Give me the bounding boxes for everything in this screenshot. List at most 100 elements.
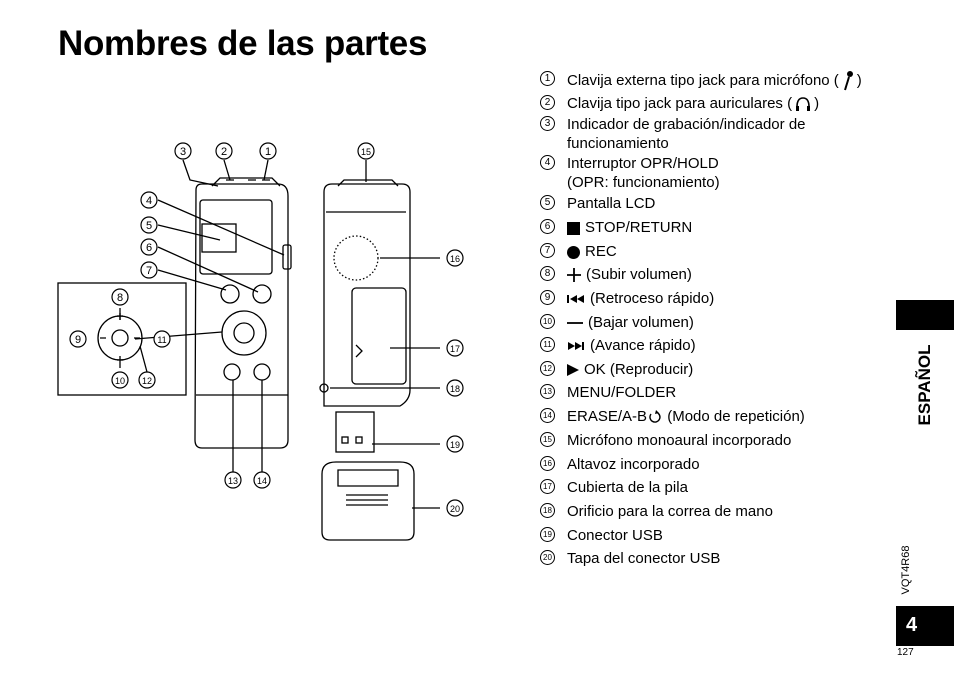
part-label: Indicador de grabación/indicador de func… bbox=[567, 116, 806, 152]
part-number: 16 bbox=[540, 456, 555, 471]
part-label: STOP/RETURN bbox=[567, 218, 897, 237]
page-number-box: 4 bbox=[896, 606, 954, 646]
plus-icon bbox=[567, 266, 586, 283]
part-item-4: 4 Interruptor OPR/HOLD(OPR: funcionamient… bbox=[540, 154, 897, 192]
rec-button-shape bbox=[252, 284, 272, 304]
part-number: 20 bbox=[540, 550, 555, 565]
part-label: (Avance rápido) bbox=[567, 336, 897, 355]
svg-text:12: 12 bbox=[142, 376, 152, 386]
part-label: Clavija tipo jack para auriculares () bbox=[567, 95, 820, 112]
svg-text:15: 15 bbox=[361, 147, 371, 157]
svg-text:5: 5 bbox=[146, 220, 152, 232]
diagram-label-11: 11 bbox=[153, 330, 171, 348]
stop-button-shape bbox=[220, 284, 240, 304]
part-item-16: 16 Altavoz incorporado bbox=[540, 455, 897, 474]
part-label: Orificio para la correa de mano bbox=[567, 503, 773, 520]
part-number: 7 bbox=[540, 243, 555, 258]
part-label: MENU/FOLDER bbox=[567, 384, 677, 401]
diagram-label-3: 3 bbox=[174, 142, 192, 160]
svg-text:17: 17 bbox=[450, 344, 460, 354]
svg-text:10: 10 bbox=[115, 376, 125, 386]
microphone-icon bbox=[839, 71, 857, 91]
language-label: ESPAÑOL bbox=[915, 344, 934, 426]
front-top-jacks bbox=[211, 177, 281, 187]
part-number: 12 bbox=[540, 361, 555, 376]
opr-hold-switch bbox=[282, 244, 292, 270]
part-label: Pantalla LCD bbox=[567, 195, 656, 212]
part-item-12: 12 OK (Reproducir) bbox=[540, 360, 897, 379]
part-number: 17 bbox=[540, 479, 555, 494]
svg-text:16: 16 bbox=[450, 254, 460, 264]
diagram-label-19: 19 bbox=[446, 435, 464, 453]
part-label: (Bajar volumen) bbox=[567, 313, 897, 332]
diagram-label-2: 2 bbox=[215, 142, 233, 160]
diagram-label-16: 16 bbox=[446, 249, 464, 267]
diagram-label-10: 10 bbox=[111, 371, 129, 389]
diagram-label-7: 7 bbox=[140, 261, 158, 279]
repeat-icon bbox=[647, 408, 663, 425]
part-number: 8 bbox=[540, 266, 555, 281]
front-body bbox=[194, 183, 289, 449]
part-number: 3 bbox=[540, 116, 555, 131]
part-number: 9 bbox=[540, 290, 555, 305]
part-item-3: 3 Indicador de grabación/indicador de fun… bbox=[540, 115, 897, 153]
part-label: Conector USB bbox=[567, 527, 663, 544]
back-body bbox=[323, 183, 411, 407]
lcd-frame bbox=[199, 199, 273, 275]
speaker-grille bbox=[333, 235, 379, 281]
battery-cover bbox=[351, 287, 407, 385]
part-item-5: 5 Pantalla LCD bbox=[540, 194, 897, 213]
strap-hole bbox=[319, 383, 329, 393]
part-number: 4 bbox=[540, 155, 555, 170]
diagram-label-8: 8 bbox=[111, 288, 129, 306]
svg-text:18: 18 bbox=[450, 384, 460, 394]
part-item-10: 10(Bajar volumen) bbox=[540, 313, 897, 332]
svg-text:7: 7 bbox=[146, 265, 152, 277]
ok-button-shape bbox=[233, 322, 255, 344]
part-item-2: 2 Clavija tipo jack para auriculares () bbox=[540, 94, 897, 113]
diagram-label-18: 18 bbox=[446, 379, 464, 397]
diagram-label-6: 6 bbox=[140, 238, 158, 256]
part-number: 19 bbox=[540, 527, 555, 542]
usb-connector bbox=[335, 411, 375, 453]
part-label: Tapa del conector USB bbox=[567, 550, 721, 567]
diagram-label-4: 4 bbox=[140, 191, 158, 209]
back-top bbox=[337, 179, 399, 187]
diagram-label-5: 5 bbox=[140, 216, 158, 234]
diagram-label-1: 1 bbox=[259, 142, 277, 160]
part-label: (Subir volumen) bbox=[567, 265, 897, 284]
small-page-number: 127 bbox=[897, 647, 914, 658]
diagram-label-20: 20 bbox=[446, 499, 464, 517]
erase-button-shape bbox=[253, 363, 271, 381]
svg-text:2: 2 bbox=[221, 146, 227, 158]
svg-text:1: 1 bbox=[265, 146, 271, 158]
part-item-9: 9(Retroceso rápido) bbox=[540, 289, 897, 308]
part-item-20: 20 Tapa del conector USB bbox=[540, 549, 897, 568]
part-number: 5 bbox=[540, 195, 555, 210]
part-number: 2 bbox=[540, 95, 555, 110]
part-label: Micrófono monoaural incorporado bbox=[567, 432, 792, 449]
zoom-box bbox=[57, 282, 187, 396]
part-label: Altavoz incorporado bbox=[567, 456, 700, 473]
part-label: Interruptor OPR/HOLD(OPR: funcionamiento… bbox=[567, 155, 720, 191]
part-number: 15 bbox=[540, 432, 555, 447]
record-dot-icon bbox=[567, 243, 585, 260]
document-code: VQT4R68 bbox=[900, 545, 912, 595]
stop-square-icon bbox=[567, 219, 585, 236]
part-item-15: 15 Micrófono monoaural incorporado bbox=[540, 431, 897, 450]
lcd-screen bbox=[201, 223, 237, 253]
rewind-icon bbox=[567, 290, 590, 307]
part-label: Clavija externa tipo jack para micrófono… bbox=[567, 71, 862, 91]
part-label: OK (Reproducir) bbox=[567, 360, 897, 379]
page-title: Nombres de las partes bbox=[58, 24, 428, 63]
svg-text:14: 14 bbox=[257, 476, 267, 486]
svg-text:20: 20 bbox=[450, 504, 460, 514]
